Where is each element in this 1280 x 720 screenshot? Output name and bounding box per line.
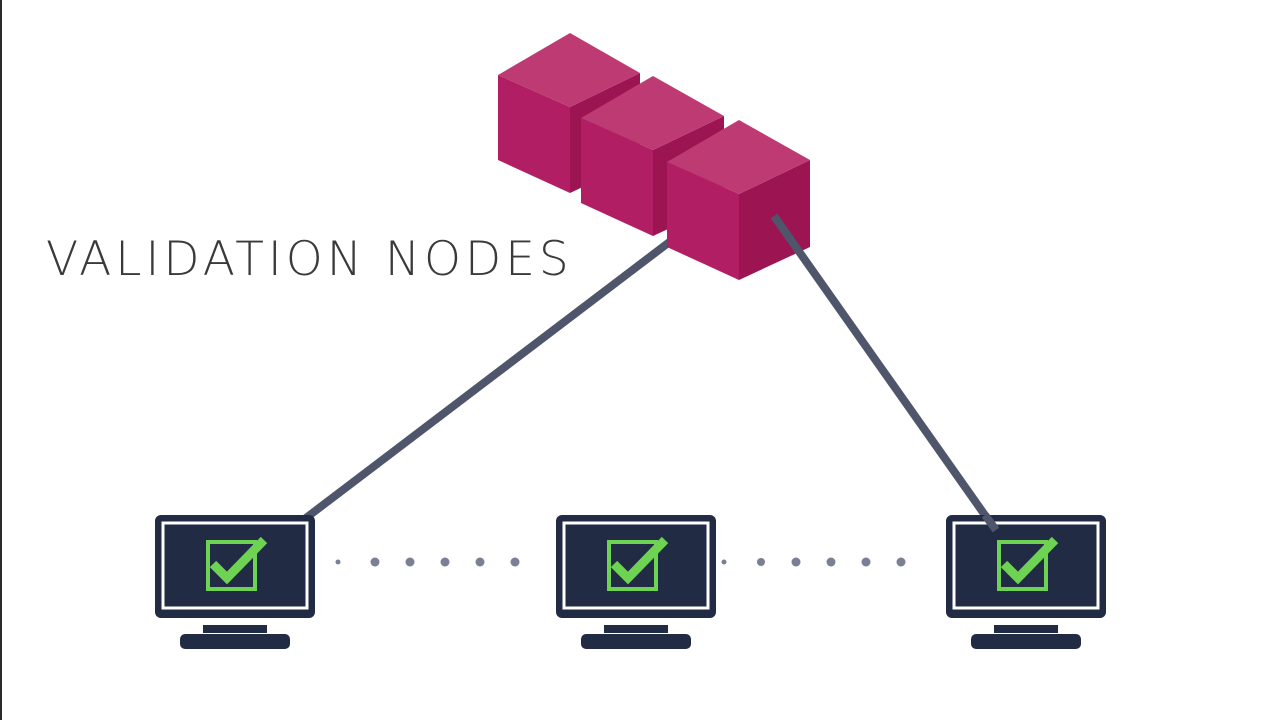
dotted-link-middle-right [721, 557, 906, 567]
monitor-stand-base [581, 634, 691, 649]
connector-line-left [295, 211, 708, 528]
dot [510, 557, 520, 567]
dot [475, 557, 485, 567]
block-1-top [498, 33, 640, 107]
connector-line-right [770, 213, 998, 531]
connector-line-right-tail [981, 512, 1000, 533]
monitor-stand-neck [994, 625, 1058, 633]
diagram-title: VALIDATION NODES [46, 232, 573, 287]
block-2-top [581, 76, 724, 150]
dot [861, 557, 871, 567]
checkmark-icon [997, 536, 1059, 591]
computer-right [946, 515, 1106, 649]
dot [405, 557, 415, 567]
monitor-screen-border [952, 521, 1100, 610]
checkmark-icon [607, 536, 669, 591]
dotted-link-left-middle [335, 557, 520, 567]
block-chain [498, 33, 810, 280]
monitor-stand-neck [203, 625, 267, 633]
dot [896, 557, 906, 567]
dot [757, 558, 765, 566]
computer-middle [556, 515, 716, 649]
monitor-stand-neck [604, 625, 668, 633]
monitor-screen-border [562, 521, 710, 610]
computer-left [155, 515, 315, 649]
dot [791, 557, 801, 567]
left-border-line [0, 0, 2, 720]
monitor-screen-border [161, 521, 309, 610]
monitor-stand-base [180, 634, 290, 649]
dot [826, 557, 836, 567]
block-3-top [667, 120, 810, 194]
checkmark-icon [206, 536, 268, 591]
dot [721, 559, 727, 565]
dot [370, 557, 380, 567]
dot [440, 557, 450, 567]
monitor-stand-base [971, 634, 1081, 649]
block-3-front [667, 162, 739, 280]
block-1-front [498, 75, 570, 193]
dot [335, 559, 341, 565]
block-2-front [581, 118, 653, 236]
